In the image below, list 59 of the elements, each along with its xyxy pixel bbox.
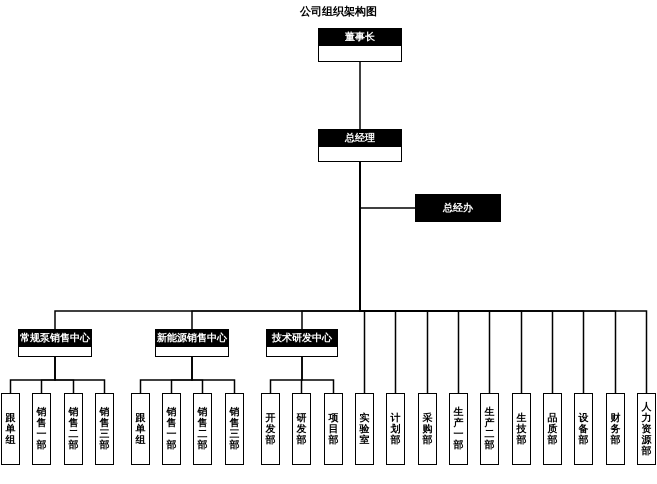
department-name: 销售一部 bbox=[166, 407, 176, 451]
department-name: 跟单组 bbox=[136, 412, 146, 446]
department-name: 实验室 bbox=[360, 412, 370, 446]
department-name: 总经理 bbox=[319, 130, 401, 147]
department-box bbox=[324, 393, 343, 465]
department-box bbox=[292, 393, 311, 465]
position-box bbox=[266, 329, 338, 357]
department-box bbox=[225, 393, 244, 465]
department-name: 研发部 bbox=[296, 412, 306, 446]
department-name: 销售三部 bbox=[100, 407, 110, 451]
office-box bbox=[415, 194, 501, 222]
department-box bbox=[64, 393, 83, 465]
chart-title: 公司组织架构图 bbox=[300, 4, 377, 19]
department-name: 品质部 bbox=[548, 412, 558, 446]
department-box bbox=[512, 393, 531, 465]
department-box bbox=[162, 393, 181, 465]
department-name: 新能源销售中心 bbox=[156, 330, 228, 347]
department-box bbox=[95, 393, 114, 465]
department-box bbox=[386, 393, 405, 465]
department-name: 项目部 bbox=[328, 412, 338, 446]
department-name: 开发部 bbox=[266, 412, 276, 446]
department-name: 销售二部 bbox=[198, 407, 208, 451]
department-box bbox=[131, 393, 150, 465]
department-name: 设备部 bbox=[578, 412, 588, 446]
department-name: 常规泵销售中心 bbox=[19, 330, 91, 347]
department-name: 财务部 bbox=[610, 412, 620, 446]
connector-line bbox=[359, 62, 361, 129]
department-box bbox=[261, 393, 280, 465]
department-box bbox=[606, 393, 625, 465]
department-name: 董事长 bbox=[319, 29, 401, 46]
department-name: 生技部 bbox=[516, 412, 526, 446]
department-name: 技术研发中心 bbox=[267, 330, 337, 347]
department-box bbox=[193, 393, 212, 465]
department-name: 计划部 bbox=[390, 412, 400, 446]
department-name: 采购部 bbox=[422, 412, 432, 446]
department-box bbox=[574, 393, 593, 465]
department-box bbox=[480, 393, 499, 465]
department-box bbox=[1, 393, 20, 465]
department-name: 人力资源部 bbox=[642, 402, 652, 456]
department-box bbox=[449, 393, 468, 465]
department-name: 跟单组 bbox=[6, 412, 16, 446]
department-box bbox=[355, 393, 374, 465]
department-name: 销售一部 bbox=[36, 407, 46, 451]
department-box bbox=[32, 393, 51, 465]
department-name: 生产二部 bbox=[484, 407, 494, 451]
connector-line bbox=[54, 357, 106, 393]
position-box bbox=[318, 129, 402, 162]
connector-line bbox=[301, 357, 334, 393]
department-name: 销售三部 bbox=[230, 407, 240, 451]
department-name: 生产一部 bbox=[454, 407, 464, 451]
department-box bbox=[637, 393, 656, 465]
position-box bbox=[318, 28, 402, 62]
department-box bbox=[418, 393, 437, 465]
department-box bbox=[543, 393, 562, 465]
department-name: 销售二部 bbox=[68, 407, 78, 451]
department-name: 总经办 bbox=[443, 202, 473, 215]
position-box bbox=[18, 329, 92, 357]
connector-line bbox=[191, 357, 236, 393]
position-box bbox=[155, 329, 229, 357]
